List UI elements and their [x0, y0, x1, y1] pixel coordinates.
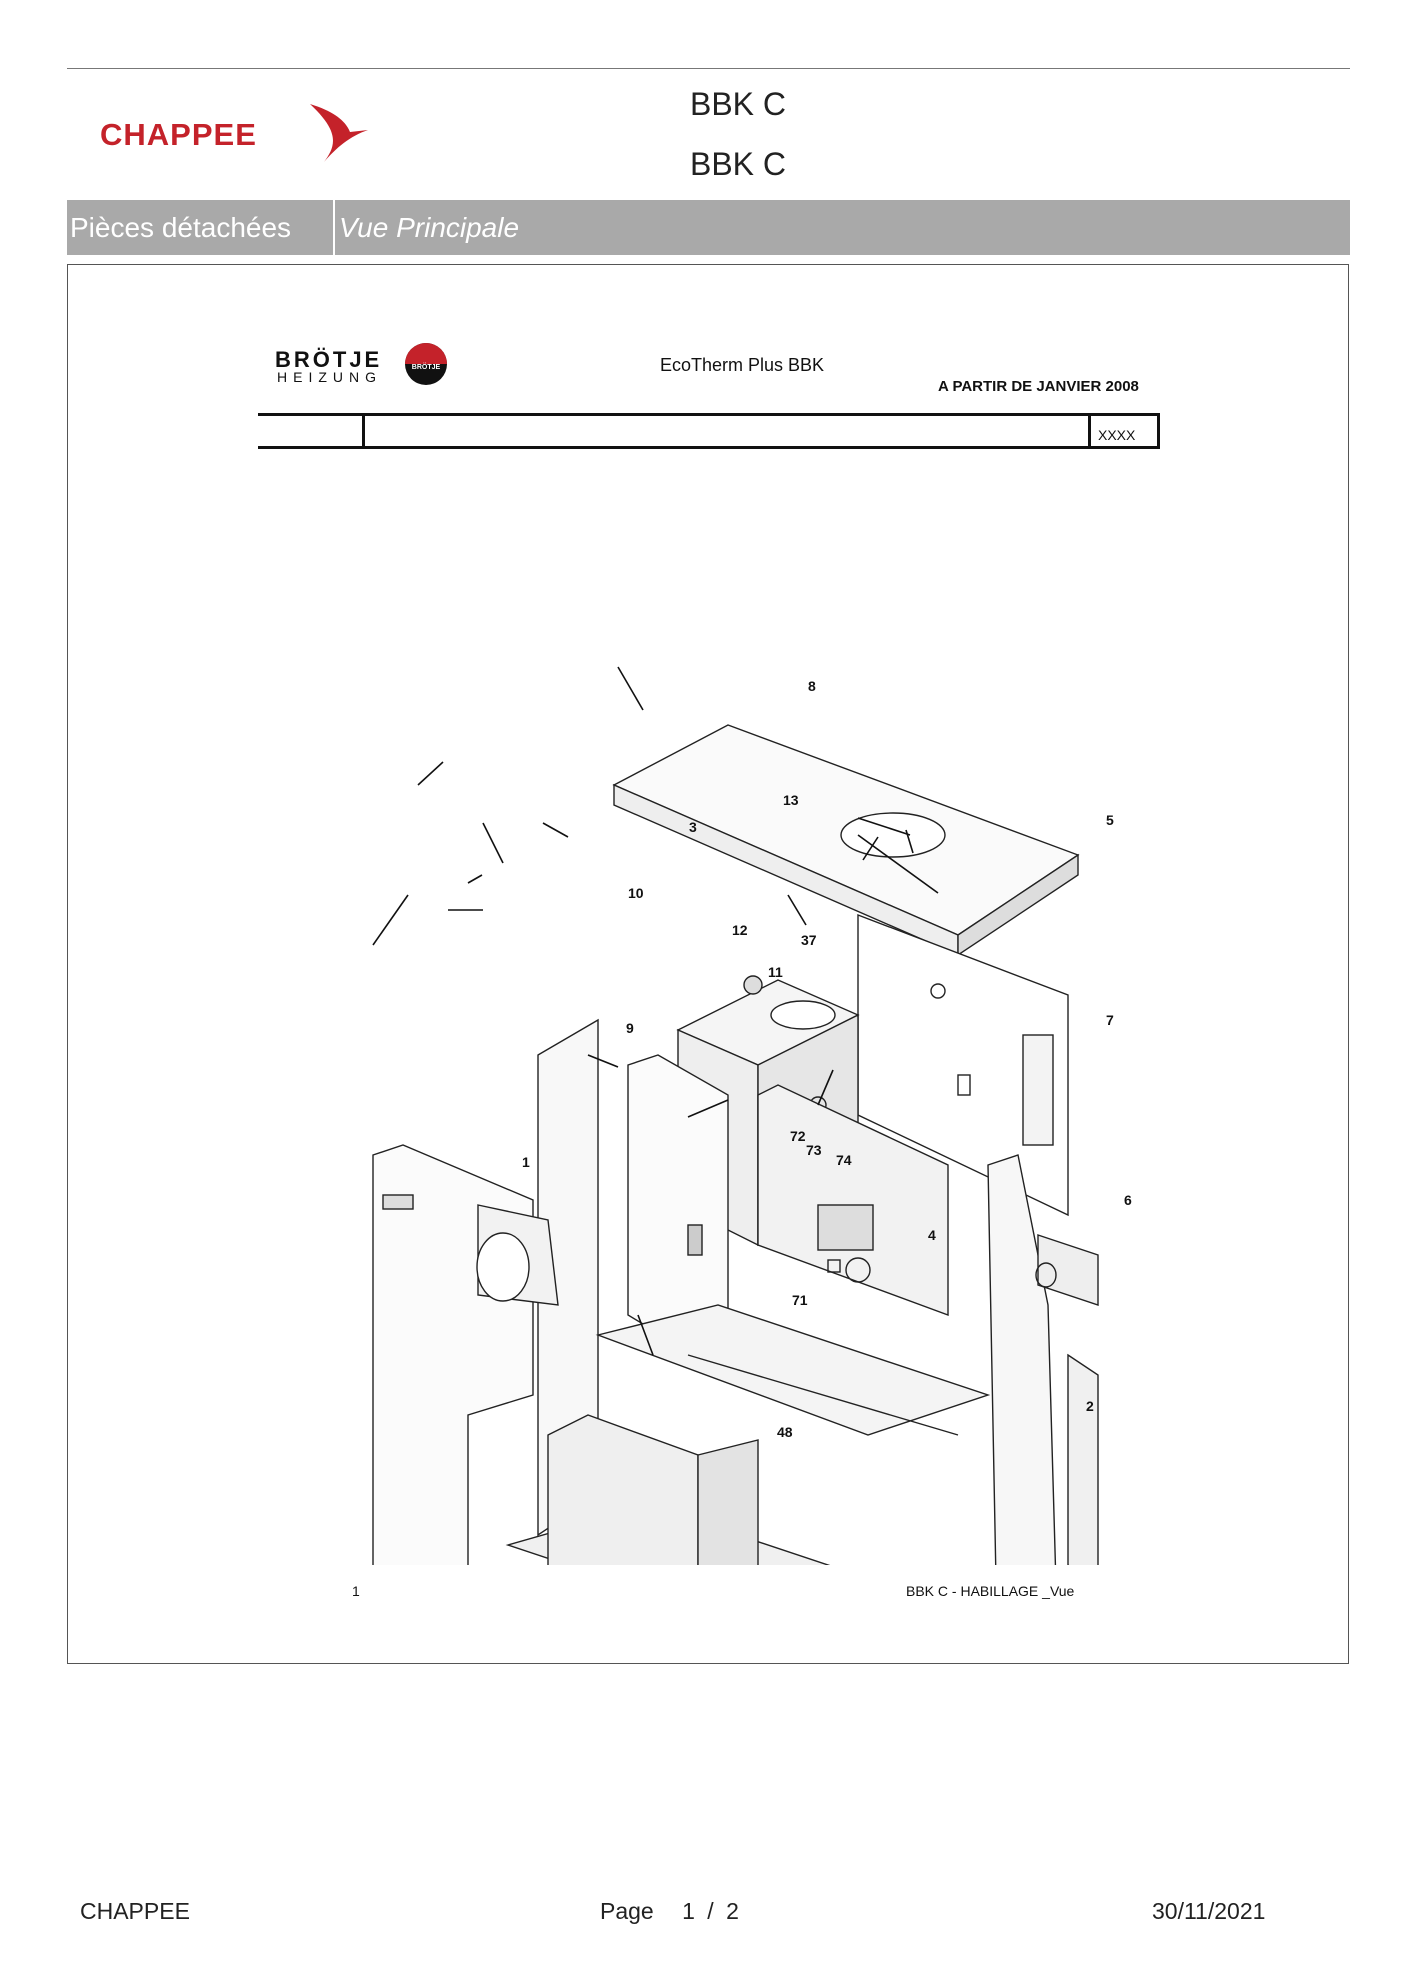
footer-pagination: Page 1 / 2 — [600, 1898, 739, 1925]
brotje-disc-icon: BRÖTJE — [405, 343, 447, 385]
callout-1: 1 — [522, 1154, 530, 1170]
chappee-logo: CHAPPEE — [100, 102, 370, 164]
chappee-arrow-icon — [310, 104, 368, 162]
callout-2: 2 — [1086, 1398, 1094, 1414]
document-title-block — [258, 413, 1160, 449]
chappee-logo-text: CHAPPEE — [100, 117, 257, 152]
callout-74: 74 — [836, 1152, 852, 1168]
callout-12: 12 — [732, 922, 748, 938]
callout-72: 72 — [790, 1128, 806, 1144]
footer-page-label: Page — [600, 1898, 654, 1924]
footer-page-total: 2 — [726, 1898, 739, 1924]
drawing-sheet: BRÖTJE HEIZUNG BRÖTJE EcoTherm Plus BBK … — [68, 265, 1350, 1665]
callout-9: 9 — [626, 1020, 634, 1036]
title-block-divider-1 — [362, 413, 365, 449]
model-name-secondary: BBK C — [689, 146, 787, 182]
brotje-logo-subtitle: HEIZUNG — [277, 369, 382, 385]
callout-7: 7 — [1106, 1012, 1114, 1028]
section-category: Pièces détachées — [67, 200, 335, 255]
part-inner-door — [627, 1054, 729, 1377]
callout-4: 4 — [928, 1227, 936, 1243]
callout-5: 5 — [1106, 812, 1114, 828]
callout-73: 73 — [806, 1142, 822, 1158]
footer-company: CHAPPEE — [80, 1898, 190, 1924]
title-block-top-line — [258, 413, 1160, 416]
document-title: EcoTherm Plus BBK — [660, 355, 825, 375]
top-rule — [67, 68, 1350, 69]
part-panel-right-rear — [1067, 1353, 1099, 1565]
part-rear-panel — [857, 913, 1069, 1217]
title-block-divider-2 — [1088, 413, 1091, 449]
figure-number: 1 — [352, 1583, 360, 1599]
callout-48: 48 — [777, 1424, 793, 1440]
part-bracket — [1035, 1234, 1099, 1306]
part-side-panel-right — [987, 1154, 1057, 1565]
callout-11: 11 — [768, 964, 783, 980]
part-control-box — [757, 1084, 949, 1317]
part-front-panel — [372, 1144, 534, 1565]
callout-10: 10 — [628, 885, 644, 901]
document-code: XXXX — [1098, 427, 1136, 443]
title-block-bottom-line — [258, 446, 1160, 449]
drawing-frame: BRÖTJE HEIZUNG BRÖTJE EcoTherm Plus BBK … — [67, 264, 1349, 1664]
section-bar: Pièces détachées Vue Principale — [67, 200, 1350, 255]
footer-page-current: 1 — [682, 1898, 695, 1924]
footer-date: 30/11/2021 — [1152, 1898, 1266, 1924]
callout-3: 3 — [689, 819, 697, 835]
title-block-right-edge — [1157, 413, 1160, 449]
callout-13: 13 — [783, 792, 799, 808]
section-view-title: Vue Principale — [339, 212, 520, 243]
document-validity-date: A PARTIR DE JANVIER 2008 — [938, 378, 1139, 395]
brotje-badge-text: BRÖTJE — [412, 362, 441, 371]
callout-37: 37 — [801, 932, 817, 948]
part-top-cover — [612, 724, 1080, 957]
figure-caption: BBK C - HABILLAGE _Vue — [906, 1583, 1075, 1599]
callout-8: 8 — [808, 678, 816, 694]
exploded-view-drawing: 8 13 3 5 10 12 37 11 9 7 72 73 74 1 6 4 … — [372, 666, 1132, 1565]
part-front-door — [476, 1204, 559, 1306]
part-heat-exchanger — [547, 1414, 759, 1565]
callout-6: 6 — [1124, 1192, 1132, 1208]
brotje-logo-name: BRÖTJE — [275, 347, 383, 372]
footer-page-separator: / — [707, 1898, 714, 1924]
callout-71: 71 — [792, 1292, 808, 1308]
model-name-primary: BBK C — [689, 86, 787, 122]
callout-leaders — [372, 666, 939, 1356]
